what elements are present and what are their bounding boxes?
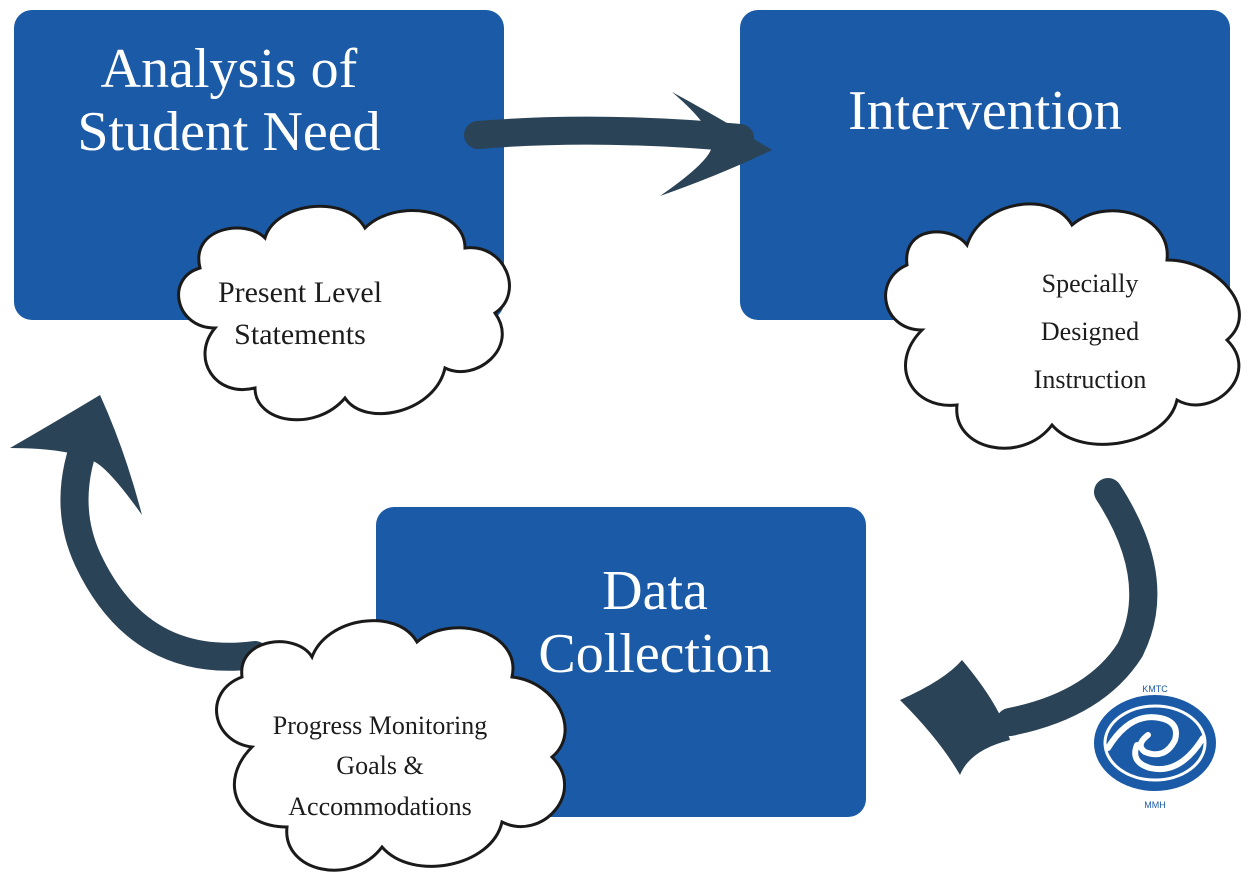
cloud-progress-monitoring	[215, 619, 567, 872]
cloud-specially-designed	[884, 202, 1241, 450]
cloud-present-level	[177, 204, 511, 422]
logo-bottom-text: MMH	[1144, 800, 1166, 810]
data-collection-title: Data Collection	[538, 560, 772, 685]
clasped-hands-seal-icon	[1094, 695, 1216, 791]
arrow-data-to-analysis	[10, 395, 269, 671]
cloud-text-progress-monitoring: Progress Monitoring Goals & Accommodatio…	[272, 711, 488, 821]
logo-top-text: KMTC	[1142, 684, 1168, 694]
arrow-intervention-to-data	[900, 478, 1158, 775]
intervention-title: Intervention	[848, 80, 1122, 142]
cloud-text-specially-designed: Specially Designed Instruction	[1033, 269, 1147, 395]
arrow-analysis-to-intervention	[464, 92, 772, 196]
cloud-text-present-level: Present Level Statements	[217, 276, 383, 351]
analysis-title: Analysis of Student Need	[77, 38, 381, 163]
